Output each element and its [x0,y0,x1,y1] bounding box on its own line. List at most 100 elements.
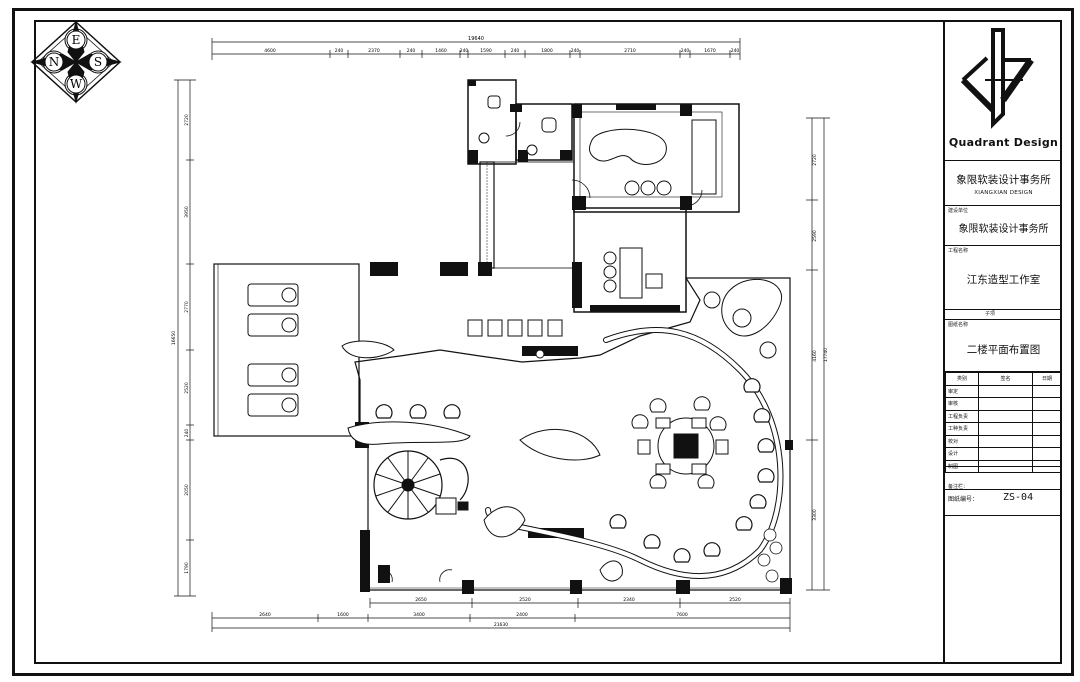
remarks-label: 备注栏： [948,484,969,490]
dim-bottom-labels: 2650 2520 2340 2520 2640 1600 3400 2400 … [259,597,741,628]
shampoo-beds [247,283,299,417]
svg-text:240: 240 [335,48,344,54]
svg-text:240: 240 [184,429,190,438]
sig-row-label: 审定 [945,384,979,398]
sig-header-category: 类别 [945,372,979,386]
svg-text:240: 240 [511,48,520,54]
dim-right-labels: 17740 2720 2590 4160 3300 [812,154,829,521]
client-value: 象限软装设计事务所 [958,224,1049,235]
brand-name: Quadrant Design [948,136,1059,149]
svg-text:4160: 4160 [812,350,818,362]
svg-text:240: 240 [731,48,740,54]
svg-text:7600: 7600 [676,612,688,618]
svg-text:2370: 2370 [368,48,380,54]
svg-text:4600: 4600 [264,48,276,54]
svg-text:240: 240 [407,48,416,54]
sig-row-label: 工种负责 [945,422,979,436]
logo-area: Quadrant Design [945,20,1062,161]
svg-text:3300: 3300 [812,509,818,521]
drawing-border-inner [34,20,1062,664]
drawing-number-label: 图纸编号： [948,496,979,503]
drawing-number-value: ZS-04 [1003,492,1034,503]
door-swings [379,121,703,583]
left-dimension-lines [174,79,196,597]
firm-cn: 象限软装设计事务所 [956,174,1051,186]
compass-letter-s: S [94,55,102,69]
firm-row: 象限软装设计事务所 XIANGXIAN DESIGN [945,160,1062,206]
svg-text:16650: 16650 [171,331,177,345]
svg-text:240: 240 [571,48,580,54]
kitchen-bar [589,119,717,196]
client-label: 建设单位 [948,208,969,214]
bathroom-fixtures [478,95,557,156]
svg-text:2340: 2340 [623,597,635,603]
svg-text:21630: 21630 [494,622,508,628]
svg-text:2520: 2520 [519,597,531,603]
sig-header-signature: 签名 [978,372,1033,386]
dim-top-overall: 19640 [468,36,484,42]
client-row: 建设单位 象限软装设计事务所 [945,206,1062,246]
top-dimension-lines [211,38,741,60]
drawing-name-label: 图纸名称 [948,322,969,328]
sig-row-label: 审核 [945,397,979,411]
dim-left-labels: 16650 2720 3950 2770 2520 240 2050 1790 [171,114,190,574]
sig-row-label: 设计 [945,447,979,461]
svg-text:1790: 1790 [184,562,190,574]
lounge-seating [703,278,783,359]
svg-text:2710: 2710 [624,48,636,54]
lounge-figures [483,428,623,582]
quadrant-logo-icon [960,28,1034,129]
firm-en: XIANGXIAN DESIGN [974,190,1033,196]
project-label: 工程名称 [948,248,969,254]
spiral-staircase [373,450,469,520]
svg-text:17740: 17740 [823,348,829,362]
svg-text:2770: 2770 [184,301,190,313]
styling-chairs [375,378,775,563]
svg-text:1600: 1600 [337,612,349,618]
dim-top-segment-labels: 4600 240 2370 240 1460 240 1590 240 1800… [264,48,739,54]
meeting-room-table [603,247,663,299]
drawing-name-value: 二楼平面布置图 [966,344,1041,356]
compass-letter-n: N [49,55,60,69]
signature-table: 类别 签名 日期 审定 审核 工程负责 工种负责 校对 设计 制图 [945,372,1062,473]
compass-letter-w: W [70,77,83,91]
svg-text:2400: 2400 [516,612,528,618]
sig-header-date: 日期 [1032,372,1062,386]
drawing-name-row: 图纸名称 二楼平面布置图 [945,320,1062,372]
bottom-dimension-lines [211,598,791,632]
remarks-row: 备注栏： [945,466,1062,490]
project-value: 江东造型工作室 [966,274,1041,286]
svg-text:1800: 1800 [541,48,553,54]
svg-text:3950: 3950 [184,206,190,218]
svg-text:3400: 3400 [413,612,425,618]
left-sofa [341,340,471,515]
svg-text:2720: 2720 [812,154,818,166]
svg-text:240: 240 [681,48,690,54]
sub-item-label: 子项 [985,311,996,317]
right-dimension-lines [806,117,830,591]
sub-item-row: 子项 [945,310,1062,320]
project-row: 工程名称 江东造型工作室 [945,246,1062,310]
svg-text:2520: 2520 [729,597,741,603]
svg-text:2650: 2650 [415,597,427,603]
svg-text:2720: 2720 [184,114,190,126]
drawing-border-outer [12,8,1074,676]
drawing-number-row [945,504,1062,516]
svg-text:1590: 1590 [480,48,492,54]
svg-text:1670: 1670 [704,48,716,54]
sig-row-label: 工程负责 [945,409,979,423]
compass-letter-e: E [72,33,81,47]
svg-text:2050: 2050 [184,484,190,496]
stacked-stools [757,528,783,583]
central-meeting-table [631,396,729,489]
svg-text:1460: 1460 [435,48,447,54]
svg-text:240: 240 [460,48,469,54]
sig-row-label: 校对 [945,434,979,448]
svg-text:2520: 2520 [184,382,190,394]
compass-rose-icon [30,20,122,104]
svg-text:2640: 2640 [259,612,271,618]
wash-stations [467,319,563,359]
title-block: Quadrant Design 象限软装设计事务所 XIANGXIAN DESI… [943,20,1062,664]
main-hall-outline [354,277,791,591]
